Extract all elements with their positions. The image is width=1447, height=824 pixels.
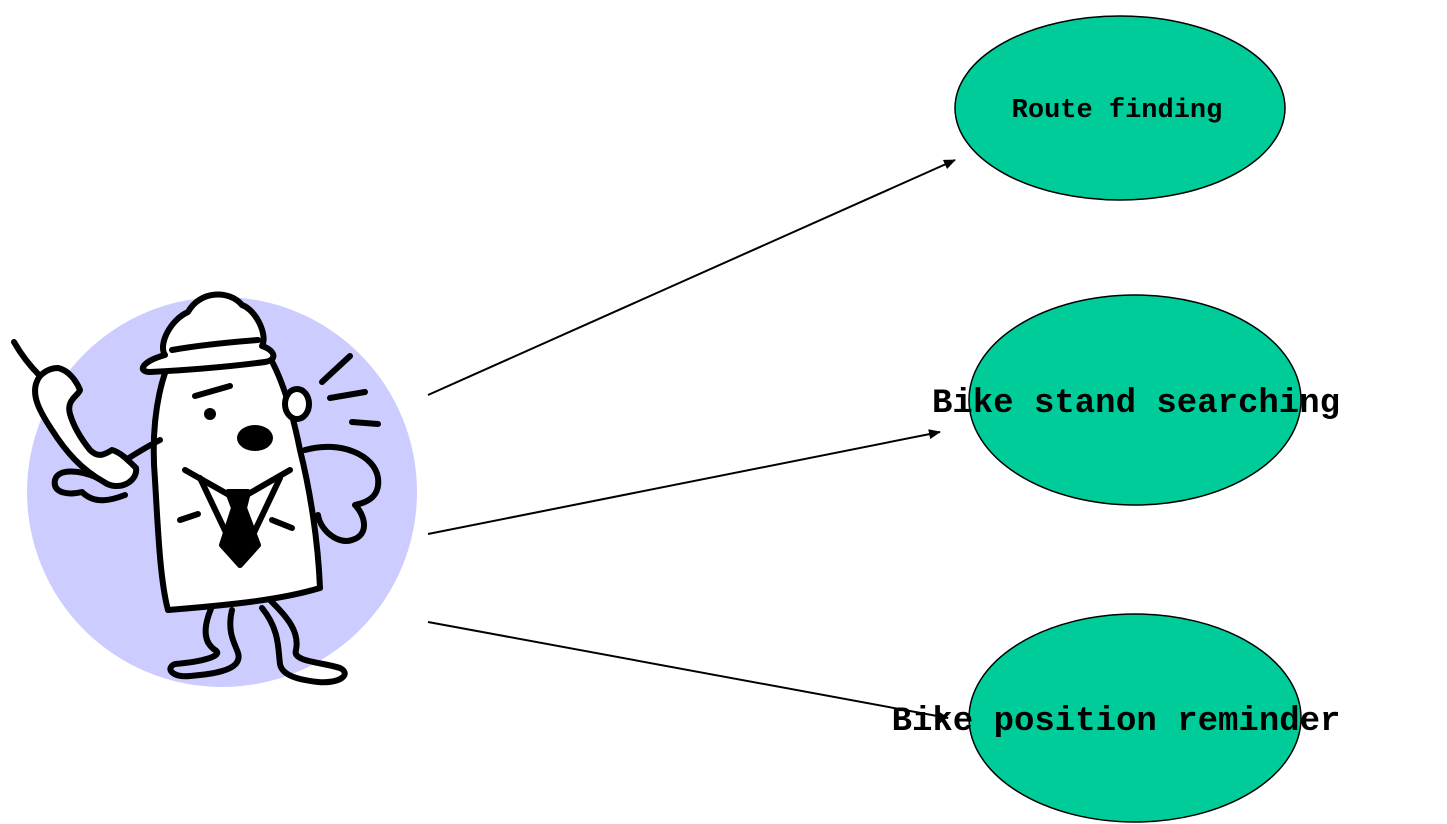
use-case-ellipse (968, 294, 1302, 506)
use-case-label: Bike stand searching (932, 385, 1340, 423)
associations (427, 159, 956, 721)
use-case-ellipse (968, 613, 1302, 823)
use-case-ellipse (954, 15, 1286, 201)
man-on-phone-icon (11, 291, 382, 686)
arrow-to-bike-stand-searching (427, 429, 941, 535)
arrow-to-route-finding (427, 159, 956, 396)
use-case-label: Route finding (1012, 96, 1223, 126)
use-case-bike-position-reminder: Bike position reminder (892, 613, 1341, 823)
use-case-bike-stand-searching: Bike stand searching (932, 294, 1340, 506)
use-case-route-finding: Route finding (954, 15, 1286, 201)
use-case-label: Bike position reminder (892, 703, 1341, 741)
arrow-to-bike-position-reminder (427, 621, 949, 721)
actor (11, 291, 417, 687)
